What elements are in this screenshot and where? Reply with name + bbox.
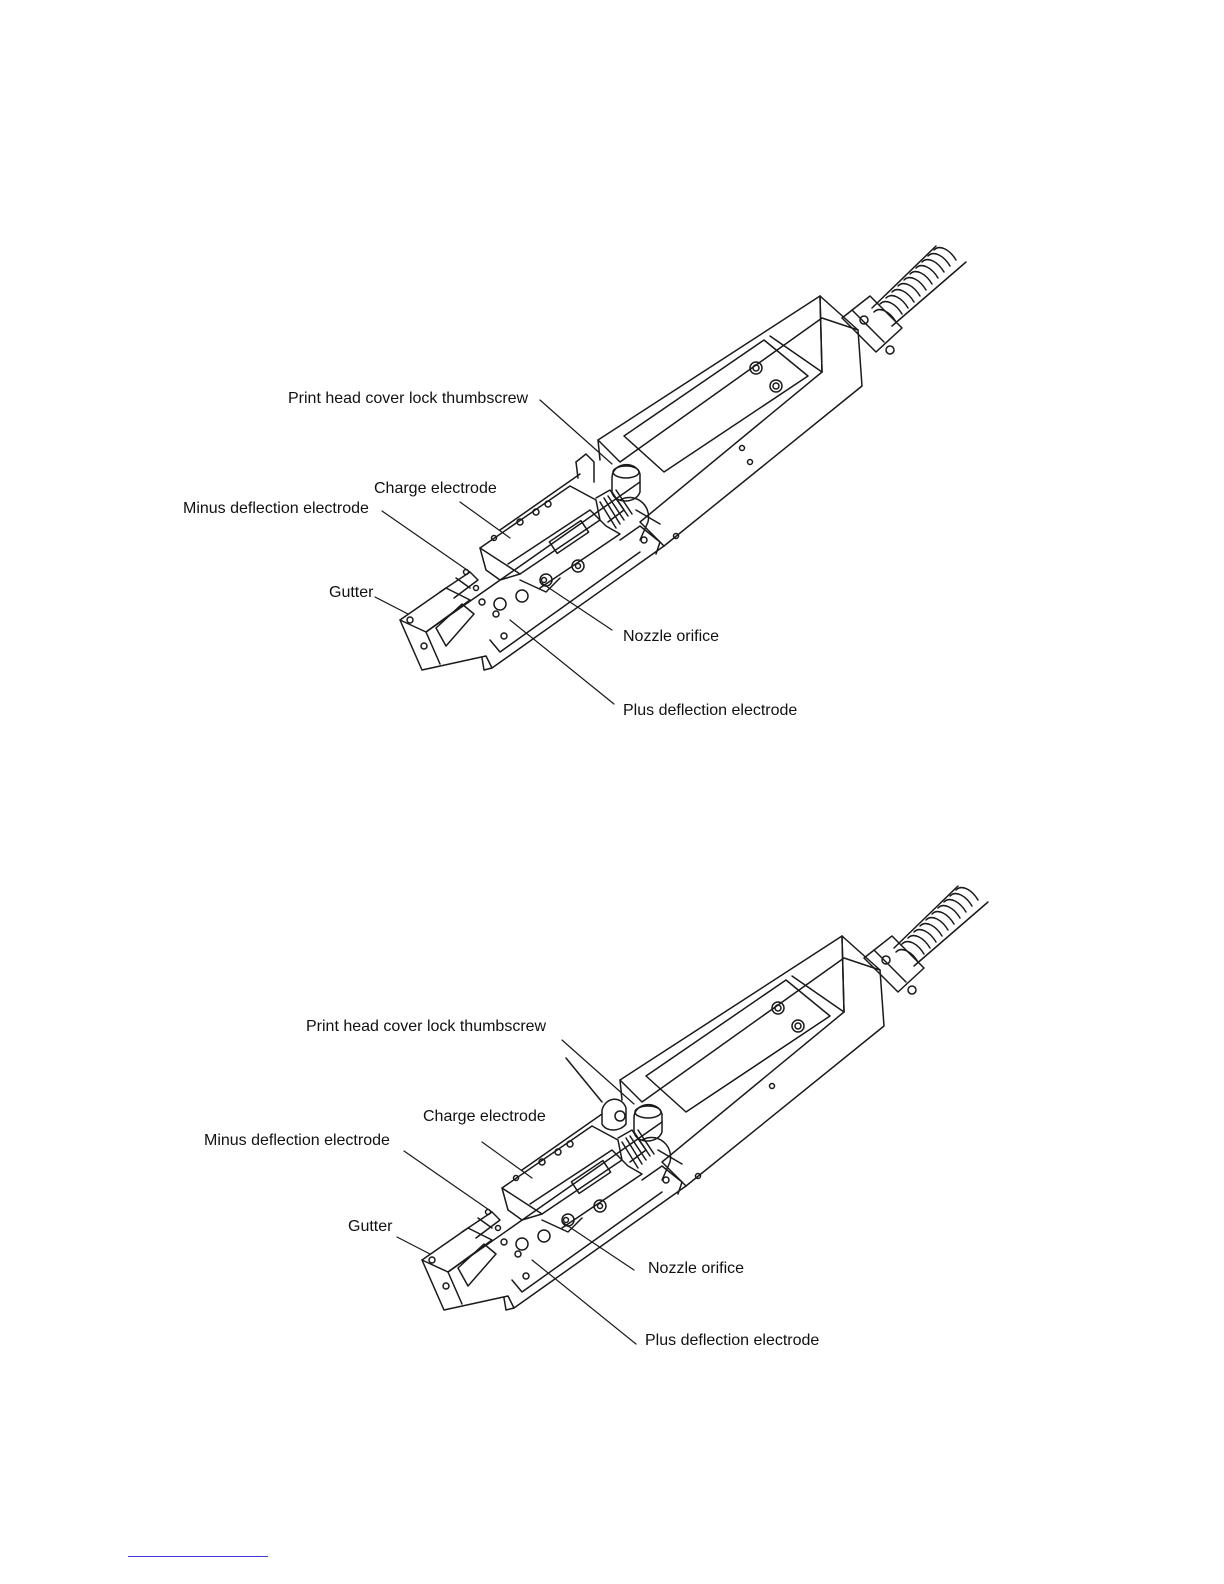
leader-plus-deflection bbox=[510, 620, 614, 704]
label-charge-electrode: Charge electrode bbox=[423, 1108, 546, 1126]
leader-nozzle-orifice bbox=[562, 1222, 634, 1270]
leader-lines bbox=[375, 400, 614, 704]
label-nozzle-orifice: Nozzle orifice bbox=[648, 1260, 744, 1278]
print-head-body bbox=[598, 296, 862, 546]
conduit-hose bbox=[894, 886, 988, 966]
leader-charge-electrode bbox=[482, 1142, 532, 1178]
leader-charge-electrode bbox=[460, 502, 510, 538]
leader-nozzle-orifice bbox=[540, 582, 612, 630]
footer-rule bbox=[128, 1556, 268, 1557]
label-minus-deflection-electrode: Minus deflection electrode bbox=[183, 500, 369, 518]
print-head-body bbox=[620, 936, 884, 1186]
label-thumbscrew: Print head cover lock thumbscrew bbox=[288, 390, 528, 408]
print-head-figure-bottom: Print head cover lock thumbscrew Charge … bbox=[0, 840, 1224, 1460]
label-nozzle-orifice: Nozzle orifice bbox=[623, 628, 719, 646]
print-head-figure-top: Print head cover lock thumbscrew Charge … bbox=[0, 200, 1224, 820]
leader-gutter bbox=[397, 1237, 430, 1254]
label-gutter: Gutter bbox=[329, 584, 373, 602]
label-charge-electrode: Charge electrode bbox=[374, 480, 497, 498]
label-thumbscrew: Print head cover lock thumbscrew bbox=[306, 1018, 546, 1036]
label-plus-deflection-electrode: Plus deflection electrode bbox=[645, 1332, 819, 1350]
leader-thumbscrew bbox=[540, 400, 612, 464]
leader-gutter bbox=[375, 597, 408, 614]
label-gutter: Gutter bbox=[348, 1218, 392, 1236]
label-minus-deflection-electrode: Minus deflection electrode bbox=[204, 1132, 390, 1150]
leader-minus-deflection bbox=[404, 1151, 492, 1212]
print-head-drawing bbox=[0, 840, 1224, 1460]
leader-thumbscrew bbox=[562, 1040, 634, 1104]
leader-plus-deflection bbox=[532, 1260, 636, 1344]
label-plus-deflection-electrode: Plus deflection electrode bbox=[623, 702, 797, 720]
leader-minus-deflection bbox=[382, 511, 470, 572]
leader-lines bbox=[397, 1040, 636, 1344]
conduit-hose bbox=[872, 246, 966, 326]
